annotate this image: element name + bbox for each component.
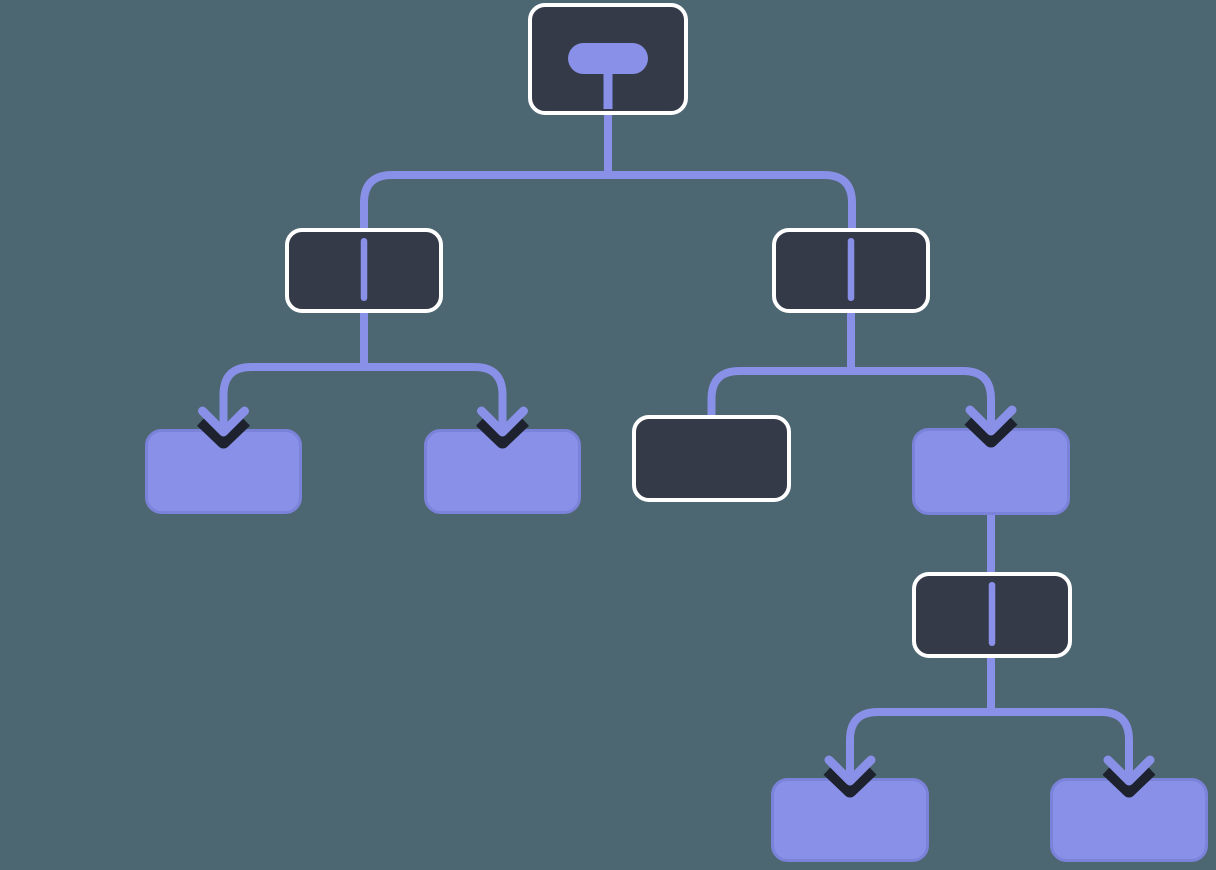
chevron-down-arrow-icon xyxy=(476,406,529,449)
chevron-arrow-icon xyxy=(824,755,876,786)
chevron-shadow-icon xyxy=(964,415,1018,448)
chevron-arrow-icon xyxy=(1103,755,1155,786)
connector-level1-branch xyxy=(360,171,856,230)
chevron-arrow-icon xyxy=(965,405,1017,436)
vertical-tick-icon xyxy=(988,582,996,646)
root-node xyxy=(528,3,688,115)
connector-bottom-branch xyxy=(846,708,1133,775)
node-layer xyxy=(145,3,1208,862)
pill-icon xyxy=(568,43,648,74)
branch-bottom-node xyxy=(912,572,1072,658)
mid-dark-node-body xyxy=(632,415,791,502)
mid-dark-node xyxy=(632,415,791,502)
connector-right-branch xyxy=(707,367,995,425)
arrow-layer xyxy=(197,405,1156,798)
vertical-tick-icon xyxy=(847,238,855,301)
chevron-arrow-icon xyxy=(477,406,528,437)
chevron-down-arrow-icon xyxy=(197,406,250,449)
chevron-down-arrow-icon xyxy=(964,405,1018,448)
chevron-shadow-icon xyxy=(1102,765,1156,798)
chevron-shadow-icon xyxy=(476,416,529,449)
chevron-down-arrow-icon xyxy=(823,755,877,798)
branch-right-node xyxy=(772,228,930,313)
chevron-arrow-icon xyxy=(198,406,249,437)
connector-layer xyxy=(219,112,1133,775)
connector-left-branch xyxy=(219,363,507,426)
branch-left-node xyxy=(285,228,443,313)
chevron-shadow-icon xyxy=(823,765,877,798)
chevron-shadow-icon xyxy=(197,416,250,449)
chevron-down-arrow-icon xyxy=(1102,755,1156,798)
vertical-tick-icon xyxy=(360,238,368,301)
pill-stem-glyph xyxy=(603,68,613,109)
